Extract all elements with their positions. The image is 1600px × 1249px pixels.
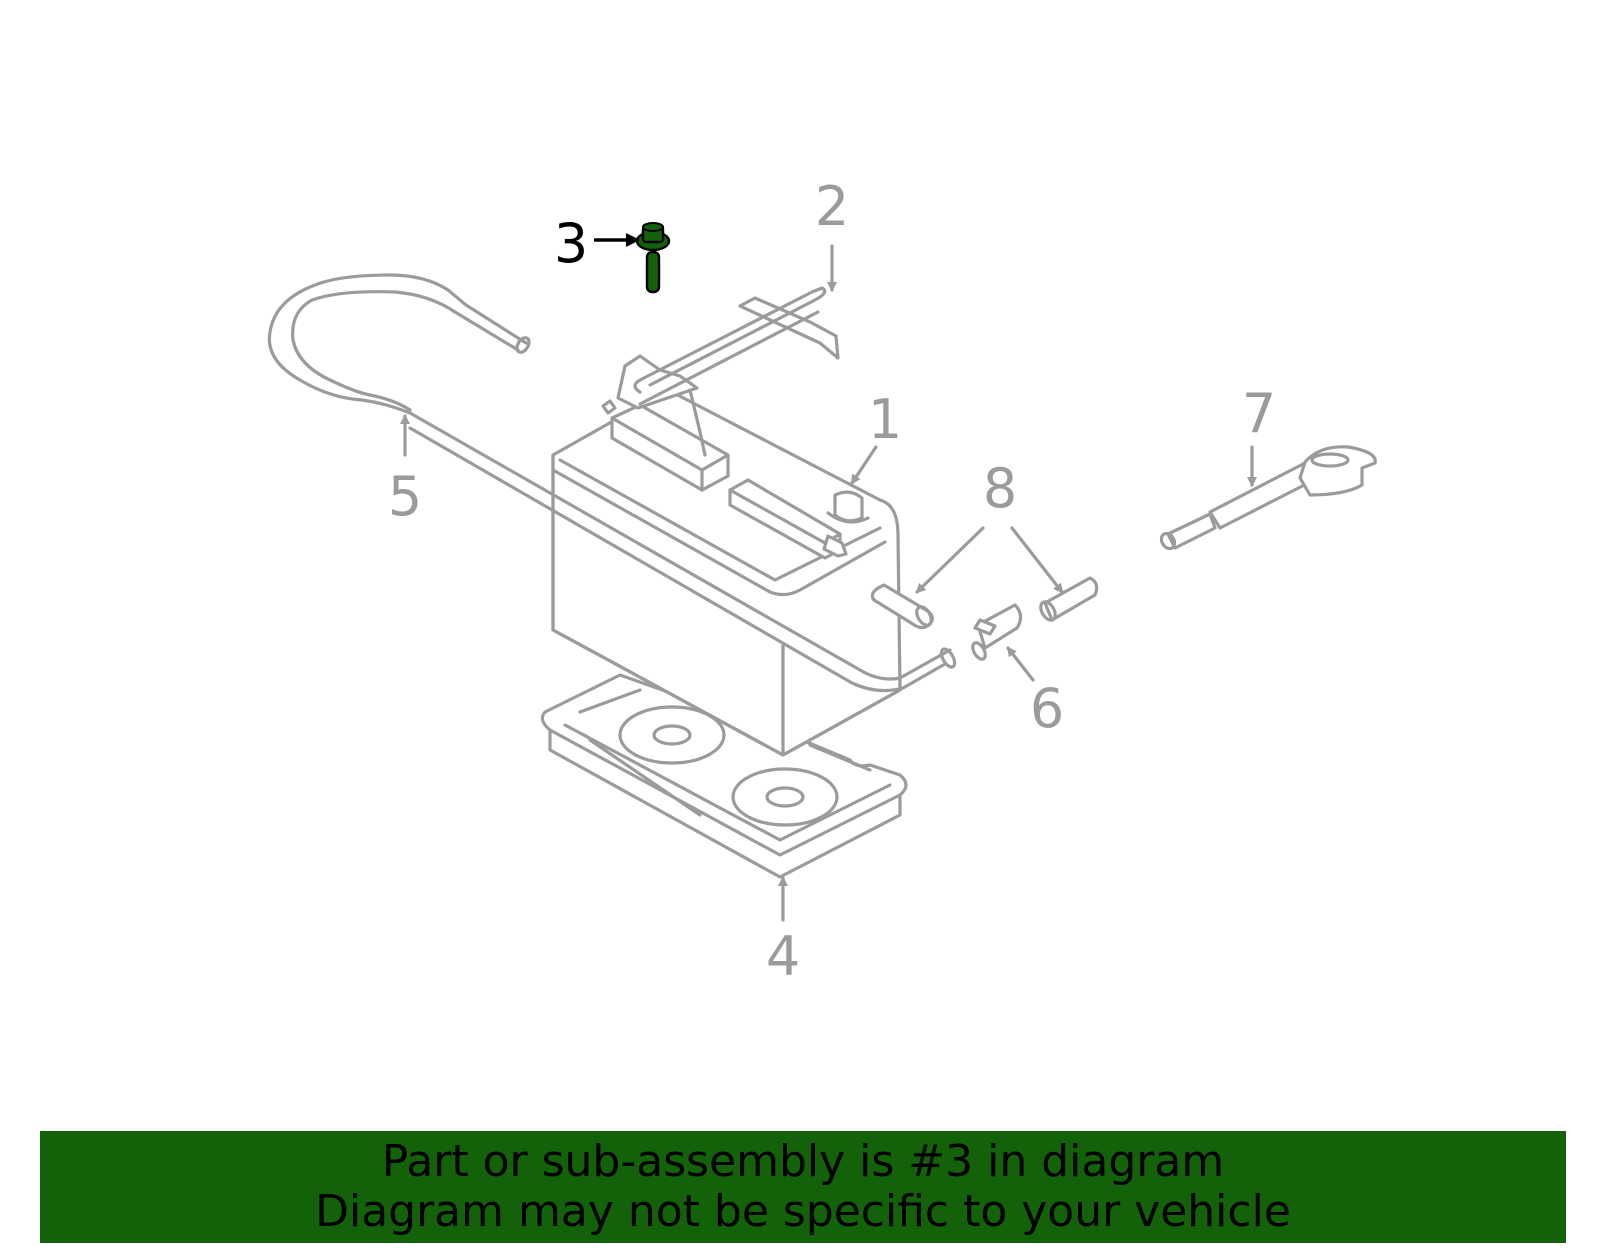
bolt-part-3 [635,222,671,294]
callout-arrows [400,233,1257,922]
callout-3-highlighted: 3 [554,212,588,275]
banner-line-disclaimer: Diagram may not be specific to your vehi… [315,1186,1291,1237]
battery [551,388,902,757]
parts-diagram: 2 1 5 4 6 7 8 3 [267,175,1377,988]
banner-line-part: Part or sub-assembly is #3 in diagram [381,1136,1225,1187]
callout-1: 1 [868,388,902,451]
info-banner: Part or sub-assembly is #3 in diagram Di… [40,1131,1566,1243]
hold-down-bracket [616,286,840,457]
terminal-pins [870,576,1099,630]
callout-6: 6 [1030,677,1064,740]
callout-5: 5 [388,465,422,528]
callout-7: 7 [1242,382,1276,445]
cable-end [1159,445,1377,551]
callout-2: 2 [815,175,849,238]
battery-cable [267,273,957,693]
connector [971,603,1023,661]
callout-8: 8 [983,457,1017,520]
callout-4: 4 [766,925,800,988]
